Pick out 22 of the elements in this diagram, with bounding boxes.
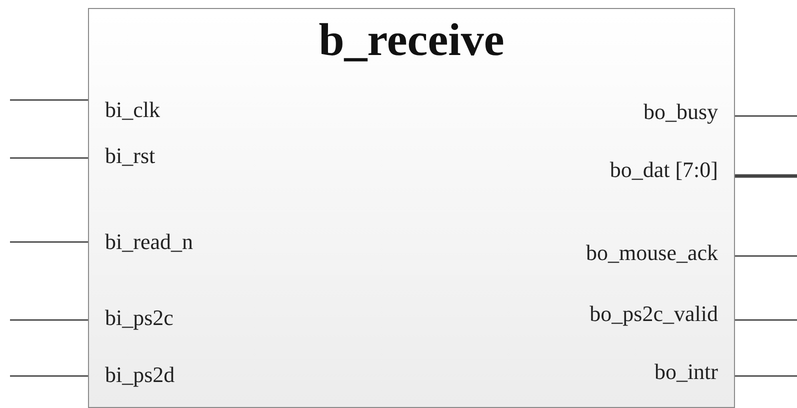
pin-line [734,255,797,257]
pin-label: bo_intr [654,359,734,385]
pin-label: bo_dat [7:0] [610,157,734,183]
pin-label: bi_ps2d [89,362,175,388]
pin-line [734,174,797,178]
module-block [88,8,735,408]
pin-label: bo_mouse_ack [586,240,734,266]
pin-line [734,319,797,321]
module-name: b_receive [318,13,506,67]
pin-line [10,157,89,159]
pin-label: bo_ps2c_valid [590,301,734,327]
pin-line [734,375,797,377]
pin-line [10,375,89,377]
pin-label: bi_read_n [89,229,193,255]
pin-line [10,241,89,243]
pin-label: bi_rst [89,143,156,169]
pin-line [734,115,797,117]
pin-label: bi_clk [89,97,160,123]
pin-label: bo_busy [643,99,734,125]
pin-line [10,319,89,321]
pin-label: bi_ps2c [89,305,174,331]
pin-line [10,99,89,101]
